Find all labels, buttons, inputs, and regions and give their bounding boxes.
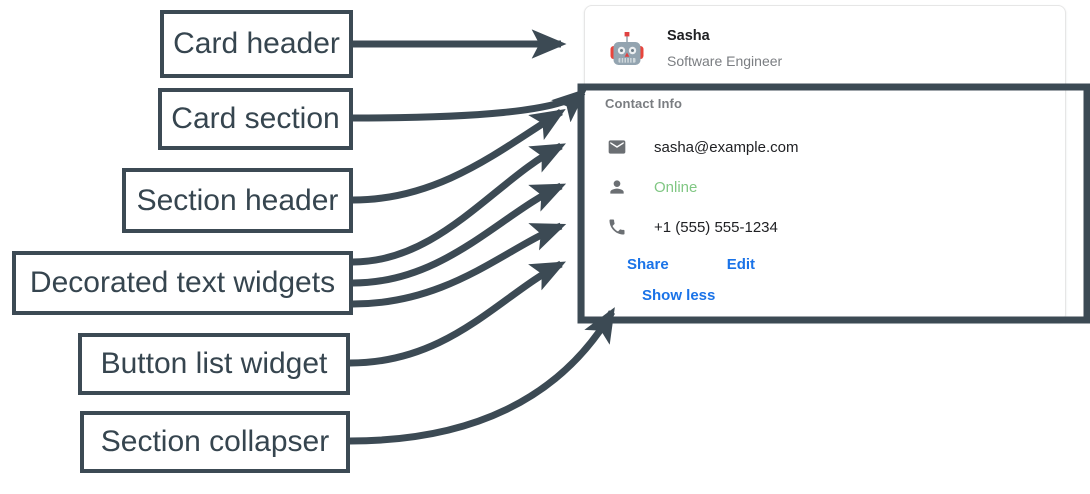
connector-section-collapser [349, 307, 616, 445]
show-less-button[interactable]: Show less [642, 287, 716, 304]
annotation-section-header-label: Section header [136, 183, 339, 217]
status-value: Online [654, 178, 698, 196]
mail-icon [605, 137, 629, 157]
annotation-decorated-text-widgets-label: Decorated text widgets [29, 266, 336, 299]
card-header: Sasha Software Engineer [585, 6, 1065, 80]
annotation-section-collapser-label: Section collapser [100, 425, 330, 458]
annotation-card-section-label: Card section [171, 102, 340, 135]
phone-icon [605, 217, 629, 237]
email-value: sasha@example.com [654, 138, 799, 156]
robot-avatar-icon [605, 28, 649, 72]
annotation-button-list-widget: Button list widget [78, 333, 350, 395]
phone-value: +1 (555) 555-1234 [654, 218, 778, 236]
connector-decorated-text-1 [352, 142, 566, 266]
button-list-widget: Share Edit [627, 256, 1065, 273]
annotation-card-section: Card section [158, 88, 353, 150]
annotation-card-header: Card header [160, 10, 353, 78]
decorated-text-widget-phone: +1 (555) 555-1234 [605, 207, 1065, 247]
annotation-decorated-text-widgets: Decorated text widgets [12, 251, 353, 315]
annotation-card-header-label: Card header [173, 27, 340, 60]
card-header-subtitle: Software Engineer [667, 53, 783, 70]
profile-card: Sasha Software Engineer Contact Info sas… [584, 5, 1066, 322]
share-button[interactable]: Share [627, 256, 669, 273]
section-collapser: Show less [642, 287, 1065, 305]
annotation-section-header: Section header [122, 168, 353, 233]
card-header-title: Sasha [667, 28, 710, 45]
connector-section-header [352, 109, 566, 204]
section-header: Contact Info [605, 96, 683, 111]
annotation-button-list-widget-label: Button list widget [100, 347, 328, 380]
connector-card-section [352, 88, 588, 123]
edit-button[interactable]: Edit [726, 256, 756, 273]
decorated-text-widget-email: sasha@example.com [605, 127, 1065, 167]
annotation-section-collapser: Section collapser [80, 411, 350, 473]
connector-decorated-text-2 [352, 182, 567, 287]
connector-decorated-text-3 [352, 222, 567, 308]
person-icon [605, 177, 629, 197]
connector-button-list [349, 260, 566, 367]
card-section: Contact Info sasha@example.com Online [585, 80, 1065, 305]
card-header-text: Sasha Software Engineer [667, 26, 782, 72]
decorated-text-widget-status: Online [605, 167, 1065, 207]
